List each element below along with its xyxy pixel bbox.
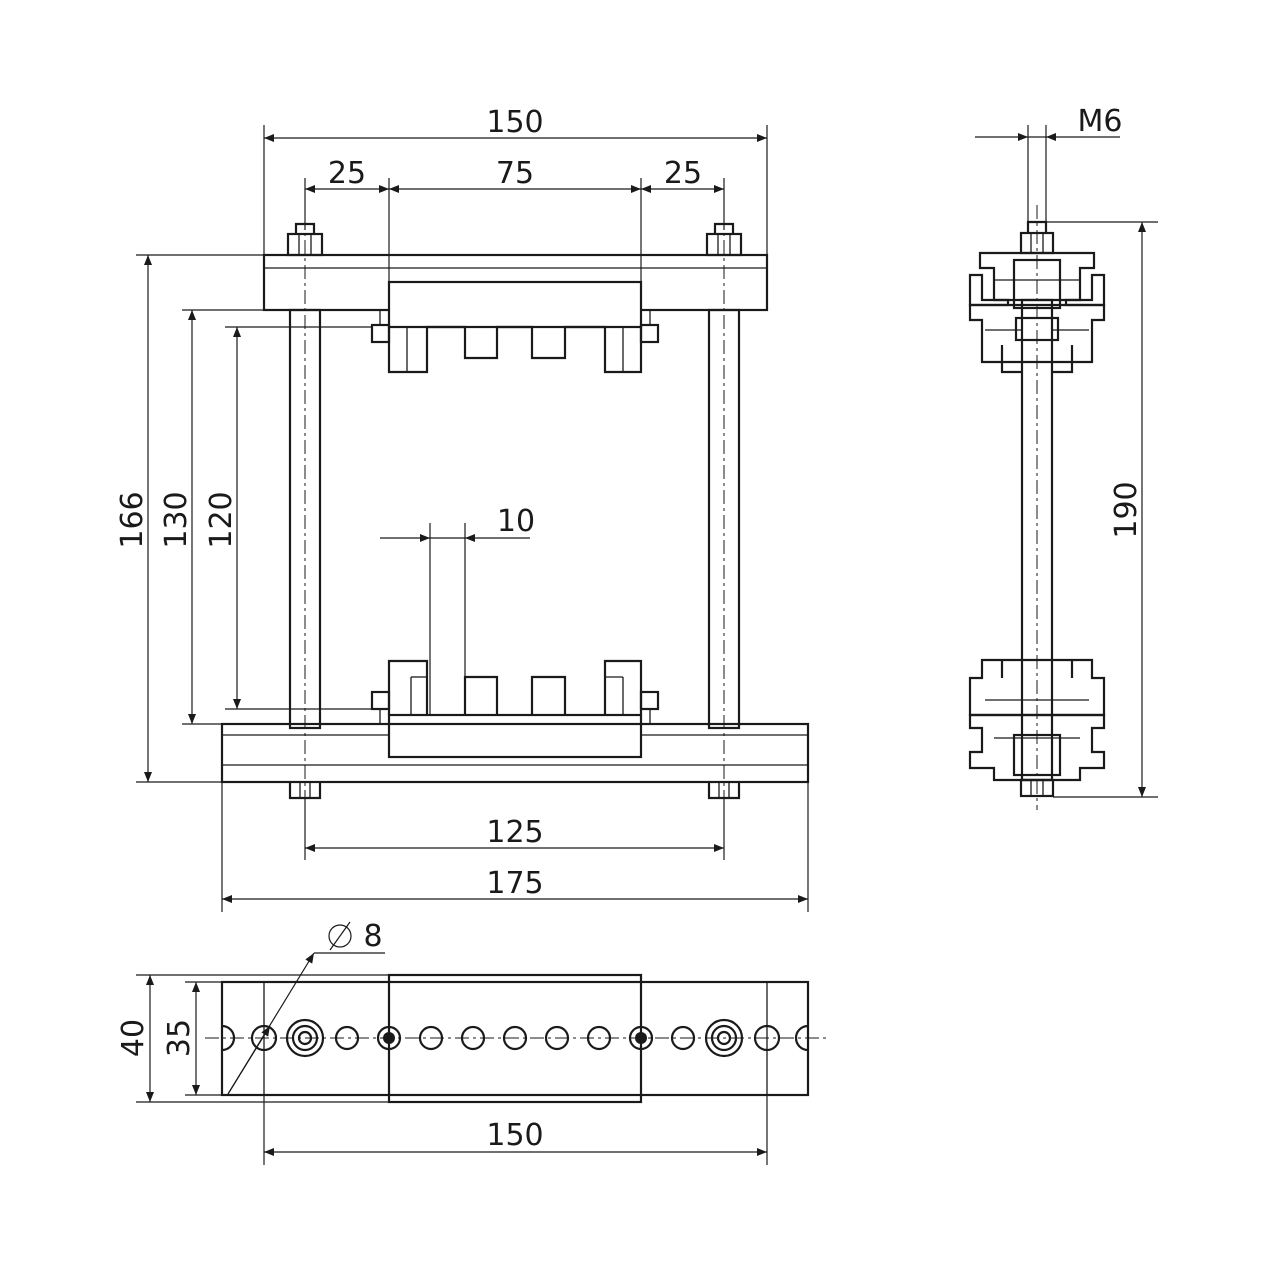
dim-top-width: 150 bbox=[486, 105, 543, 140]
lower-manifold bbox=[387, 713, 643, 759]
dim-inner-height: 130 bbox=[159, 491, 194, 548]
dim-right-offset: 25 bbox=[664, 156, 702, 191]
lower-outlets bbox=[387, 659, 643, 715]
top-right-nut bbox=[705, 222, 743, 257]
dim-bolt-spacing: 125 bbox=[486, 815, 543, 850]
dim-bottom-width: 175 bbox=[486, 866, 543, 901]
left-bolt-head bbox=[285, 1018, 325, 1058]
right-bolt-head bbox=[704, 1018, 744, 1058]
bottom-view bbox=[205, 973, 830, 1104]
mount-hole bbox=[753, 1024, 781, 1052]
dim-manifold-height: 120 bbox=[204, 491, 239, 548]
bottom-rail bbox=[220, 722, 810, 784]
front-view-dimensions: 150 25 75 25 166 130 120 10 bbox=[115, 105, 809, 912]
bottom-view-dimensions: 8 40 35 150 bbox=[116, 919, 768, 1165]
dim-bottom-length: 150 bbox=[486, 1118, 543, 1153]
side-view bbox=[968, 205, 1106, 810]
dim-depth-inner: 35 bbox=[162, 1019, 197, 1057]
dim-outlet-width: 10 bbox=[497, 504, 535, 539]
dim-thread: M6 bbox=[1078, 104, 1123, 139]
dim-left-offset: 25 bbox=[328, 156, 366, 191]
dim-depth-outer: 40 bbox=[116, 1019, 151, 1057]
dim-side-height: 190 bbox=[1109, 481, 1144, 538]
side-view-dimensions: M6 190 bbox=[975, 104, 1158, 798]
side-lower-rail bbox=[968, 713, 1106, 782]
outlet-bolt bbox=[628, 1025, 654, 1051]
outlet-bolt bbox=[376, 1025, 402, 1051]
dim-hole-diameter: 8 bbox=[363, 919, 382, 954]
front-view bbox=[220, 215, 810, 800]
diameter-symbol-icon bbox=[328, 921, 352, 951]
upper-outlets bbox=[387, 325, 643, 374]
dim-manifold-width: 75 bbox=[496, 156, 534, 191]
dim-overall-height: 166 bbox=[115, 491, 150, 548]
upper-manifold bbox=[387, 280, 643, 329]
side-upper-manifold bbox=[968, 303, 1106, 364]
